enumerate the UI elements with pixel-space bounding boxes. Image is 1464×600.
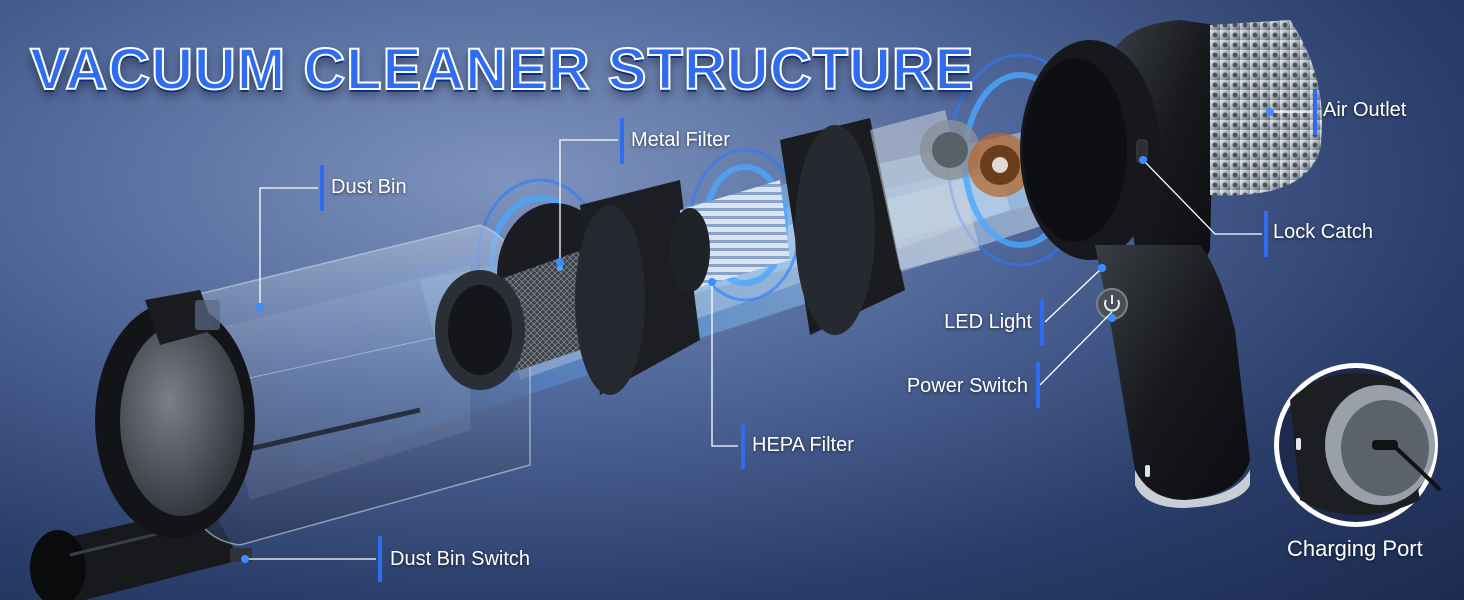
dust-bin bbox=[95, 224, 531, 562]
hepa-filter bbox=[575, 180, 790, 395]
label-charging-port: Charging Port bbox=[1287, 536, 1423, 561]
page-title: VACUUM CLEANER STRUCTURE bbox=[29, 36, 975, 103]
power-icon bbox=[1104, 295, 1120, 312]
label-dust-bin-switch: Dust Bin Switch bbox=[390, 548, 531, 570]
usb-c-cable-icon bbox=[1372, 440, 1442, 492]
label-power-switch: Power Switch bbox=[906, 375, 1028, 397]
label-accent-bars bbox=[320, 89, 1317, 582]
label-dust-bin: Dust Bin bbox=[331, 176, 407, 198]
leader-dots bbox=[241, 108, 1274, 563]
label-lock-catch: Lock Catch bbox=[1273, 221, 1374, 243]
label-led-light: LED Light bbox=[944, 311, 1032, 333]
charging-port-inset bbox=[1274, 363, 1442, 527]
label-air-outlet: Air Outlet bbox=[1323, 99, 1407, 121]
leader-lines bbox=[245, 111, 1312, 560]
label-metal-filter: Metal Filter bbox=[631, 129, 730, 151]
label-hepa-filter: HEPA Filter bbox=[752, 434, 854, 456]
main-body bbox=[1020, 20, 1322, 508]
motor-assembly bbox=[780, 110, 1032, 335]
